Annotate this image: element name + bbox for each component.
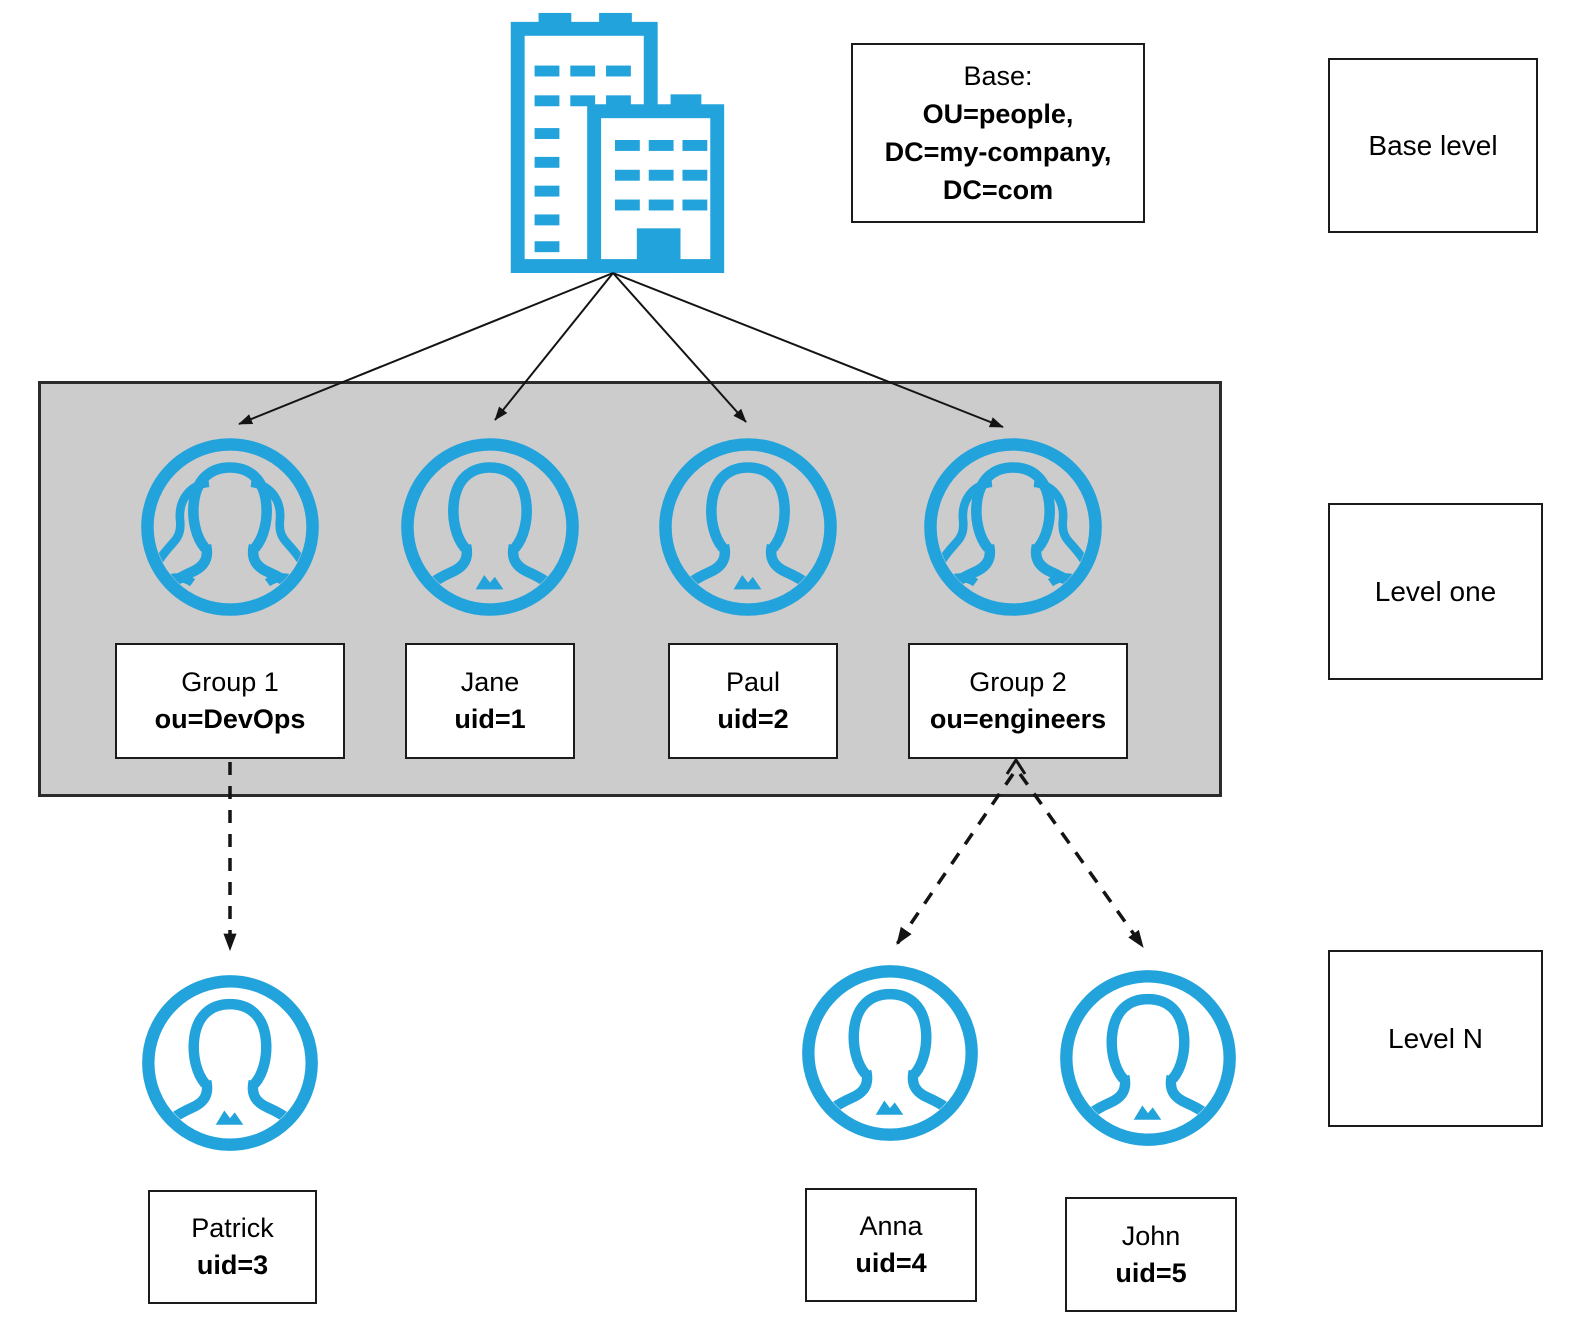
node-name: Patrick	[191, 1213, 274, 1243]
node-dn: uid=1	[454, 704, 526, 734]
node-group-1: Group 1 ou=DevOps	[115, 643, 345, 759]
node-name: Paul	[725, 667, 781, 697]
base-dn-line: OU=people,	[922, 99, 1074, 129]
node-dn: ou=DevOps	[154, 704, 306, 734]
node-group-2: Group 2 ou=engineers	[908, 643, 1128, 759]
base-dn-line: DC=com	[942, 175, 1054, 205]
group-users-icon	[134, 431, 326, 623]
node-paul: Paul uid=2	[668, 643, 838, 759]
node-jane: Jane uid=1	[405, 643, 575, 759]
base-dn-box: Base: OU=people, DC=my-company, DC=com	[851, 43, 1145, 223]
node-dn: uid=3	[196, 1250, 269, 1280]
node-anna: Anna uid=4	[805, 1188, 977, 1302]
node-dn: uid=4	[855, 1248, 927, 1278]
base-dn-line: DC=my-company,	[884, 137, 1112, 167]
level-badge-base: Base level	[1328, 58, 1538, 233]
single-user-icon	[795, 958, 985, 1148]
node-john: John uid=5	[1065, 1197, 1237, 1312]
level-badge-one: Level one	[1328, 503, 1543, 680]
single-user-icon	[135, 968, 325, 1158]
node-name: Group 1	[181, 667, 279, 697]
node-name: Jane	[460, 667, 520, 697]
level-badge-n-label: Level N	[1388, 1022, 1483, 1054]
single-user-icon	[652, 431, 844, 623]
node-name: Group 2	[969, 667, 1067, 697]
single-user-icon	[1053, 963, 1243, 1153]
node-name: John	[1121, 1220, 1181, 1251]
node-dn: uid=2	[717, 704, 789, 734]
level-badge-one-label: Level one	[1374, 575, 1497, 607]
node-dn: ou=engineers	[929, 704, 1107, 734]
node-patrick: Patrick uid=3	[148, 1190, 317, 1304]
node-name: Anna	[859, 1211, 923, 1241]
level-badge-base-label: Base level	[1368, 129, 1498, 161]
node-dn: uid=5	[1115, 1257, 1187, 1288]
group-users-icon	[917, 431, 1109, 623]
level-badge-n: Level N	[1328, 950, 1543, 1127]
single-user-icon	[394, 431, 586, 623]
base-heading: Base:	[963, 61, 1033, 91]
building-icon	[488, 6, 738, 274]
